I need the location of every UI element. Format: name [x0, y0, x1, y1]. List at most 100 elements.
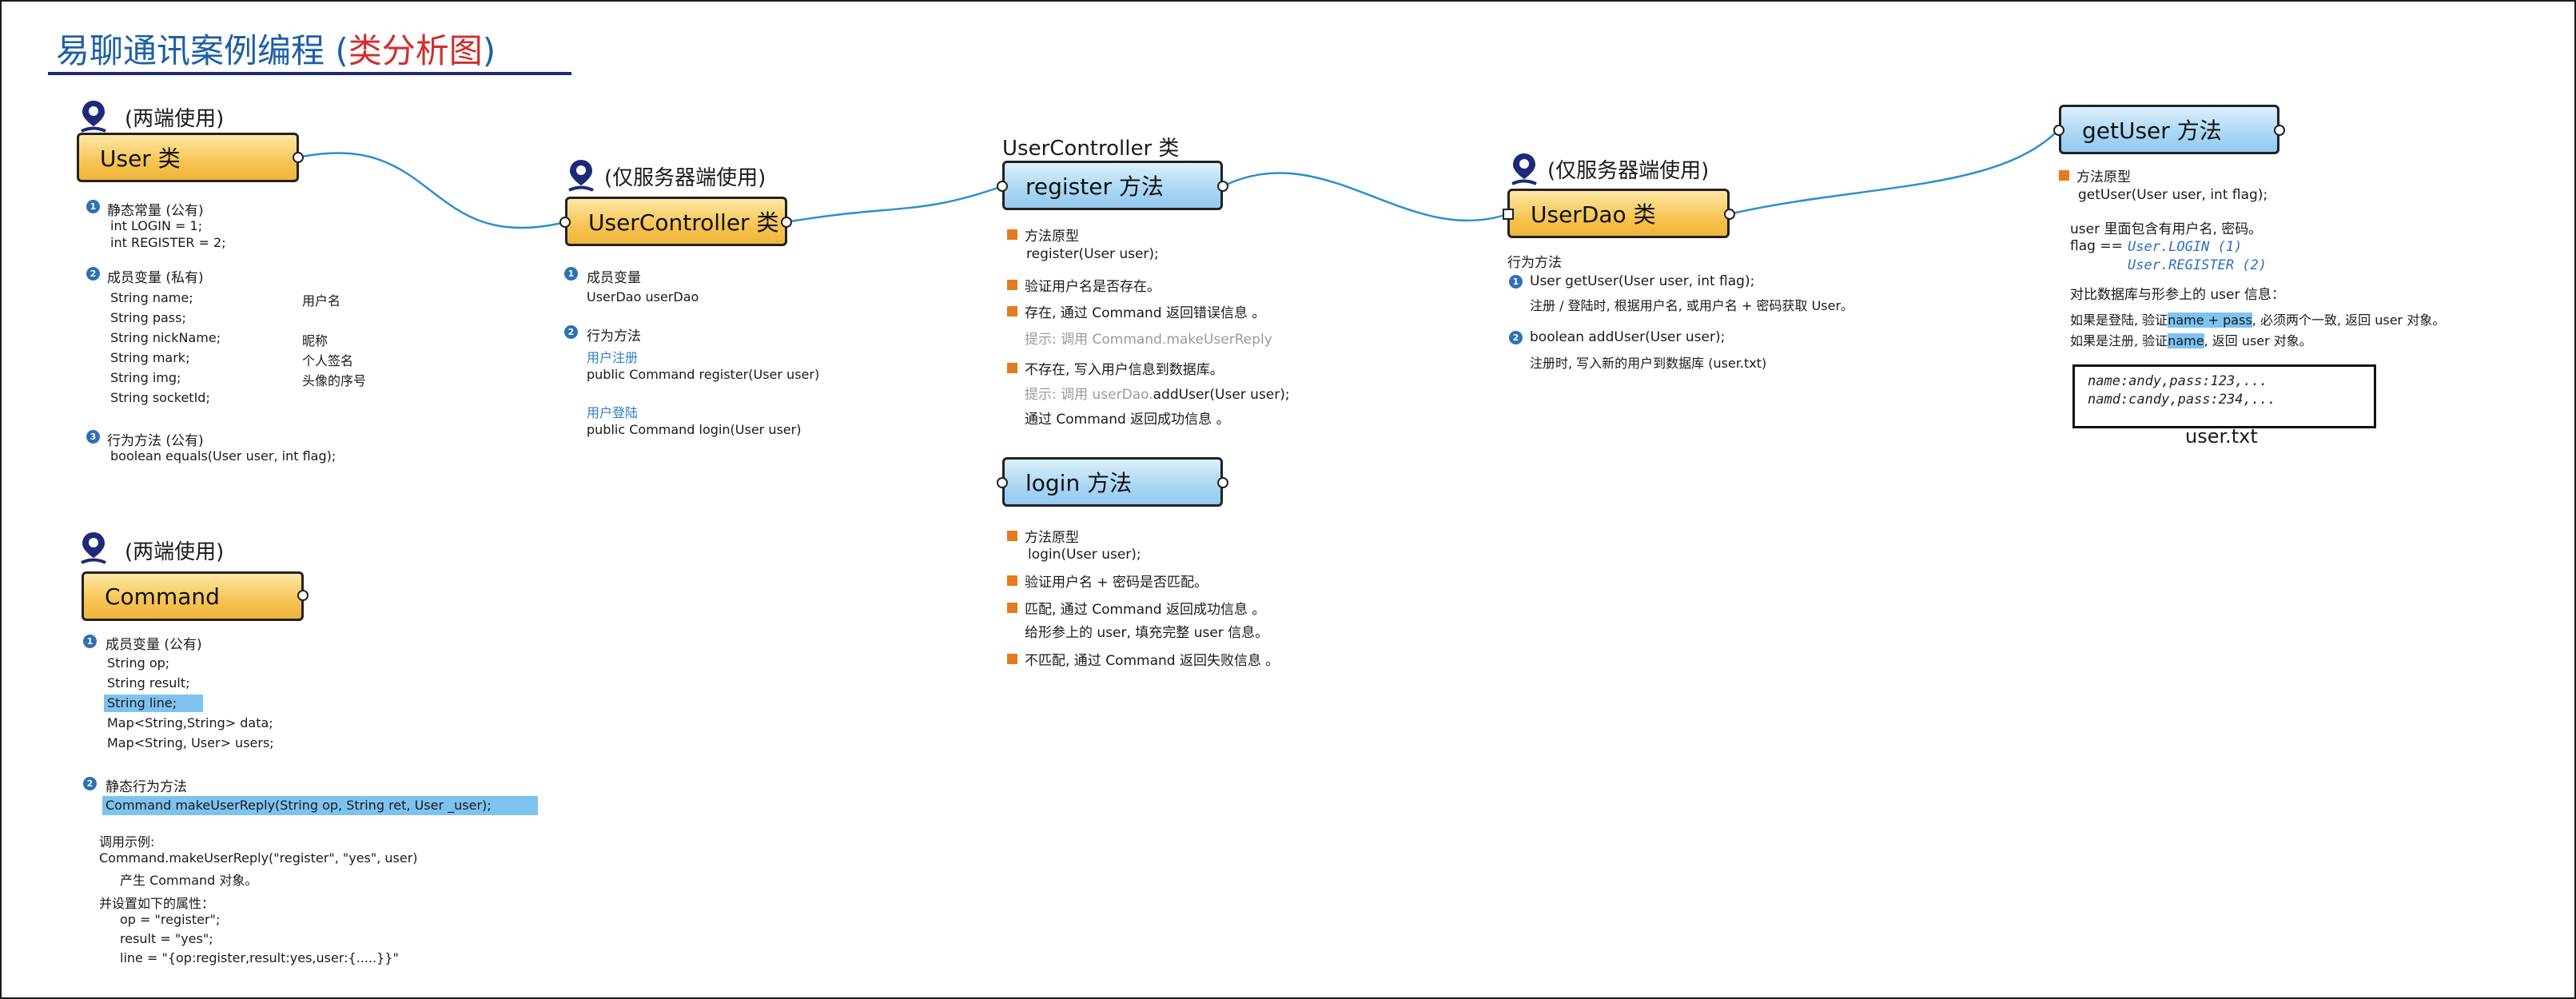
command-field-result: String result;: [107, 675, 190, 691]
getuser-method-label: getUser 方法: [2082, 117, 2222, 144]
userdao-connector-dot: [1724, 209, 1735, 220]
getuser-note-flag: flag ==: [2070, 238, 2123, 254]
user-field-note: 个人签名: [302, 353, 354, 368]
command-example-call: Command.makeUserReply("register", "yes",…: [99, 850, 418, 866]
number-1-icon: 1: [1509, 275, 1523, 289]
register-method-box[interactable]: register 方法: [1002, 161, 1223, 210]
command-example-title: 调用示例:: [99, 834, 155, 850]
user-const-register: int REGISTER = 2;: [110, 235, 226, 250]
getuser-connector-dot-right: [2274, 125, 2285, 136]
command-connector-dot: [297, 590, 309, 601]
usercontroller-tag: (仅服务器端使用): [604, 166, 766, 190]
highlight-bar: [102, 796, 538, 815]
login-method-box[interactable]: login 方法: [1002, 457, 1223, 507]
location-pin-icon: [81, 101, 106, 133]
highlight-bar: [104, 695, 203, 712]
usercontroller-fields-title: 成员变量: [587, 270, 641, 286]
number-2-icon: 2: [86, 267, 100, 281]
getuser-login-rule-post: , 必须两个一致, 返回 user 对象。: [2252, 312, 2446, 328]
register-step-success: 通过 Command 返回成功信息 。: [1025, 412, 1230, 428]
orange-square-bullet-icon: [1007, 531, 1017, 541]
command-example-desc: 产生 Command 对象。: [120, 873, 258, 888]
usercontroller-class-box[interactable]: UserController 类: [565, 197, 787, 246]
number-1-icon: 1: [564, 267, 578, 281]
register-hint-method: addUser(User user);: [1153, 387, 1290, 403]
orange-square-bullet-icon: [1007, 603, 1017, 613]
register-hint-makeuserreply: 提示: 调用 Command.makeUserReply: [1025, 332, 1272, 348]
userdao-class-label: UserDao 类: [1531, 201, 1656, 228]
getuser-login-rule-highlight: name + pass: [2168, 312, 2252, 328]
connector-userdao-getuser: [1728, 129, 2060, 216]
location-pin-icon: [81, 532, 106, 564]
command-field-op: String op;: [107, 655, 170, 671]
user-fields-title: 成员变量 (私有): [107, 270, 204, 286]
register-hint-prefix: 提示: 调用 userDao.: [1025, 387, 1153, 403]
register-prototype-sig: register(User user);: [1026, 246, 1159, 262]
register-caption: UserController 类: [1002, 137, 1180, 161]
usercontroller-field-userdao: UserDao userDao: [587, 289, 699, 304]
register-prototype-title: 方法原型: [1025, 229, 1079, 245]
login-step-match: 匹配, 通过 Command 返回成功信息 。: [1025, 602, 1266, 618]
user-txt-file-box: [2072, 364, 2376, 428]
userdao-connector-square: [1503, 209, 1514, 220]
user-field-code: String nickName;: [110, 330, 221, 345]
usercontroller-login-signature: public Command login(User user): [587, 422, 802, 437]
usercontroller-methods-title: 行为方法: [587, 328, 641, 344]
number-1-icon: 1: [86, 200, 100, 213]
user-tag: (两端使用): [125, 107, 225, 131]
user-constants-title: 静态常量 (公有): [107, 203, 204, 219]
number-2-icon: 2: [1509, 331, 1523, 344]
command-methods-title: 静态行为方法: [106, 779, 187, 795]
getuser-register-rule-highlight: name: [2168, 333, 2204, 348]
login-prototype-sig: login(User user);: [1028, 547, 1141, 563]
user-method-equals: boolean equals(User user, int flag);: [110, 448, 336, 464]
getuser-note-user: user 里面包含有用户名, 密码。: [2070, 221, 2263, 237]
register-step-notexists: 不存在, 写入用户信息到数据库。: [1025, 362, 1224, 378]
userdao-method-getuser: User getUser(User user, int flag);: [1530, 273, 1755, 289]
command-class-box[interactable]: Command: [82, 571, 304, 621]
title-highlight: 类分析图: [348, 31, 483, 70]
getuser-register-rule-post: , 返回 user 对象。: [2204, 333, 2312, 348]
command-field-line: String line;: [107, 695, 177, 710]
getuser-method-box[interactable]: getUser 方法: [2059, 105, 2279, 154]
getuser-prototype-sig: getUser(User user, int flag);: [2078, 187, 2268, 203]
command-method-makeuserreply: Command makeUserReply(String op, String …: [106, 798, 492, 813]
usercontroller-class-label: UserController 类: [588, 209, 779, 236]
user-class-box[interactable]: User 类: [77, 133, 299, 182]
login-step-verify: 验证用户名 + 密码是否匹配。: [1025, 575, 1208, 591]
userdao-methods-title: 行为方法: [1507, 255, 1562, 271]
command-fields-title: 成员变量 (公有): [106, 637, 202, 653]
command-class-label: Command: [105, 583, 220, 610]
command-example-line: line = "{op:register,result:yes,user:{..…: [120, 950, 399, 965]
usercontroller-connector-dot-right: [781, 217, 792, 228]
user-connector-dot: [293, 152, 304, 163]
getuser-flag-login: User.LOGIN (1): [2128, 239, 2243, 255]
usercontroller-login-label: 用户登陆: [587, 405, 639, 420]
command-example-result: result = "yes";: [120, 931, 213, 946]
user-field-code: String pass;: [110, 310, 186, 325]
title-close: ): [482, 31, 496, 70]
user-field-code: String name;: [110, 290, 193, 305]
usercontroller-register-label: 用户注册: [587, 350, 639, 365]
userdao-method-adduser: boolean addUser(User user);: [1530, 329, 1726, 345]
userdao-getuser-desc: 注册 / 登陆时, 根据用户名, 或用户名 + 密码获取 User。: [1530, 298, 1854, 313]
register-step-exists: 存在, 通过 Command 返回错误信息 。: [1025, 305, 1266, 321]
getuser-flag-register: User.REGISTER (2): [2128, 257, 2267, 273]
userdao-adduser-desc: 注册时, 写入新的用户到数据库 (user.txt): [1530, 356, 1767, 371]
connector-register-userdao: [1222, 172, 1508, 222]
user-txt-line-2: namd:candy,pass:234,...: [2088, 392, 2276, 408]
title-underline: [48, 72, 571, 75]
orange-square-bullet-icon: [1007, 654, 1017, 664]
orange-square-bullet-icon: [1007, 306, 1017, 316]
userdao-class-box[interactable]: UserDao 类: [1507, 189, 1730, 238]
number-2-icon: 2: [83, 777, 97, 790]
user-field-code: String socketId;: [110, 390, 210, 405]
page-title: 易聊通讯案例编程 (类分析图): [56, 24, 496, 73]
login-prototype-title: 方法原型: [1025, 530, 1079, 546]
command-example-props: 并设置如下的属性：: [99, 896, 215, 911]
user-txt-filename: user.txt: [2185, 425, 2258, 448]
command-field-data: Map<String,String> data;: [107, 715, 273, 730]
getuser-register-rule-pre: 如果是注册, 验证: [2070, 333, 2168, 348]
